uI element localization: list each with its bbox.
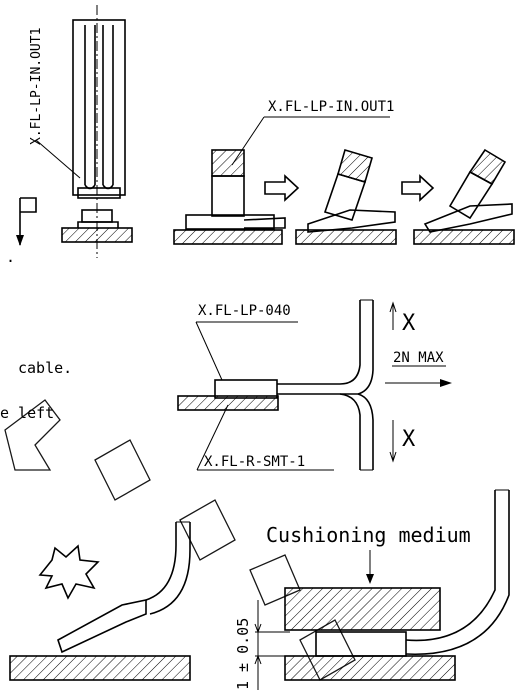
cushion-figure (254, 489, 510, 690)
tool-sequence-figure (173, 116, 515, 245)
cross-down-label: X (402, 427, 416, 452)
pull-direction-figure (177, 299, 452, 471)
cushion-label: Cushioning medium (266, 523, 471, 547)
tool-vertical-figure (16, 5, 133, 258)
side-text-1: . (6, 248, 15, 266)
tolerance-label: 1 ± 0.05 (234, 618, 252, 690)
plug-callout-label: X.FL-LP-040 (198, 303, 291, 319)
force-label: 2N MAX (393, 350, 444, 366)
receptacle-callout-label: X.FL-R-SMT-1 (204, 454, 305, 470)
tool-callout-label: X.FL-LP-IN.OUT1 (268, 99, 394, 115)
side-text-2: cable. (18, 359, 72, 377)
tool-vertical-label: X.FL-LP-IN.OUT1 (29, 28, 44, 145)
side-text-3: e left (0, 404, 54, 422)
impact-figure (9, 521, 191, 681)
cross-up-label: X (402, 311, 416, 336)
